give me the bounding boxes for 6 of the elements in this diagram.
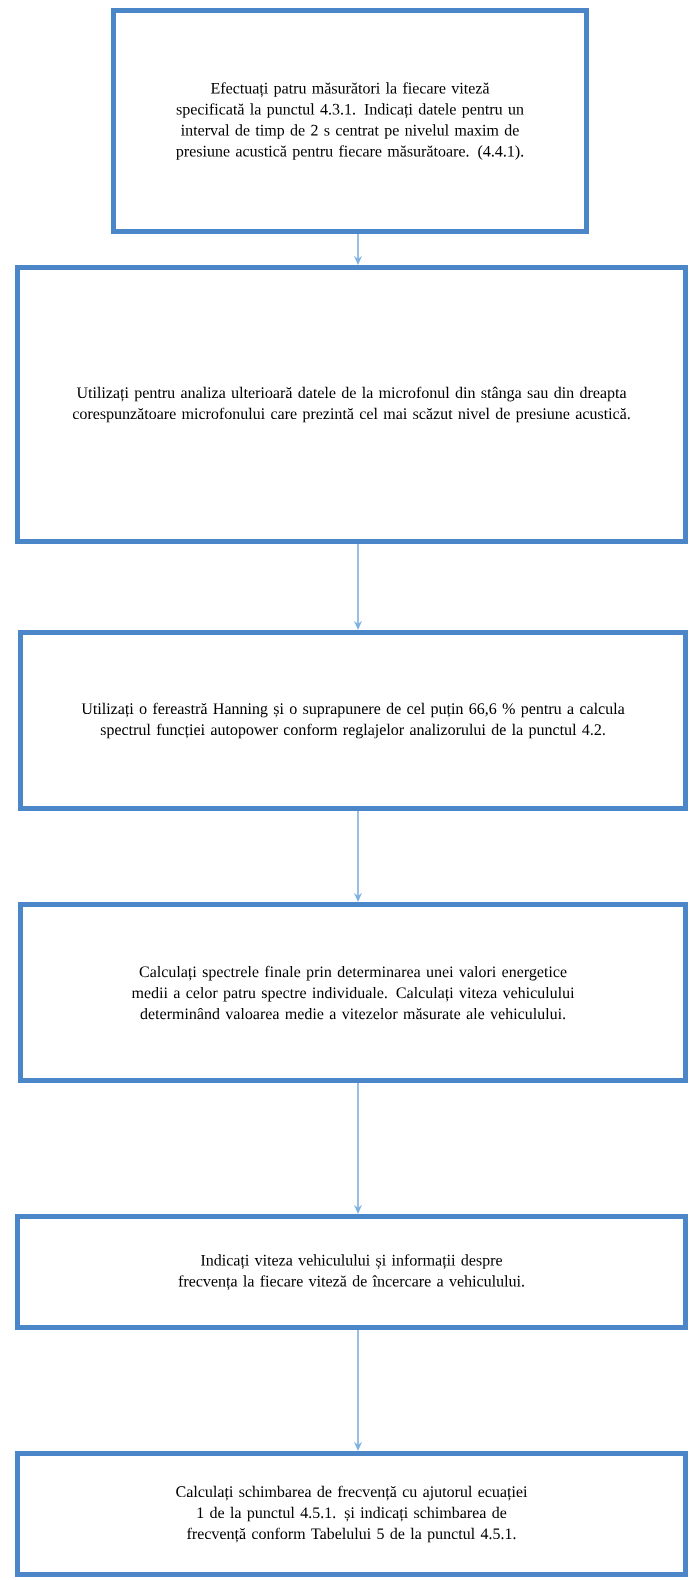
process-box: Calculați schimbarea de frecvență cu ajutorul ecuației 1 de la punctul 4.5.1. și indicați schimbarea de frecvență conform Tabelului 5 de la punctul 4.5.1. (15, 1451, 688, 1577)
process-box: Efectuați patru măsurători la fiecare viteză specificată la punctul 4.3.1. Indicați datele pentru un interval de timp de 2 s centrat pe nivelul maxim de presiune acustică pentru fiecare măsurătoare. (4.4.1). (111, 8, 589, 234)
process-box: Calculați spectrele finale prin determinarea unei valori energetice medii a celor patru spectre individuale. Calculați viteza vehiculului determinând valoarea medie a vitezelor măsurate ale vehiculului. (18, 902, 688, 1083)
process-box: Utilizați o fereastră Hanning și o suprapunere de cel puțin 66,6 % pentru a calcula spectrul funcției autopower conform reglajelor analizorului de la punctul 4.2. (18, 630, 688, 811)
process-box: Utilizați pentru analiza ulterioară datele de la microfonul din stânga sau din dreapta corespunzătoare microfonului care prezintă cel mai scăzut nivel de presiune acustică. (15, 265, 688, 544)
process-box: Indicați viteza vehiculului și informații despre frecvența la fiecare viteză de încercare a vehiculului. (15, 1214, 688, 1330)
